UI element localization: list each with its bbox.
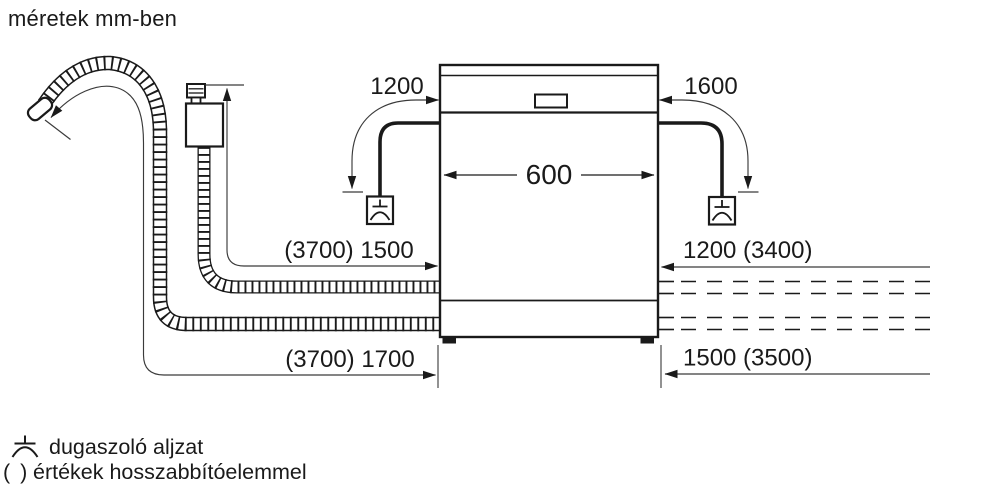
legend-paren-label: értékek hosszabbítóelemmel: [33, 460, 307, 484]
dimension-right-supply-extension: 1200 (3400): [661, 237, 930, 272]
dimension-supply-hose: (3700) 1500: [205, 84, 438, 271]
foot-left: [442, 337, 456, 344]
legend-socket-row: dugaszoló aljzat: [3, 435, 307, 460]
right-cable-length-label: 1600: [684, 73, 737, 100]
socket-symbol-icon: [11, 435, 39, 458]
hose-extension-dashed-lines: [658, 280, 930, 331]
legend-paren-symbol: ( ): [3, 460, 30, 484]
door-handle: [534, 93, 568, 109]
legend: dugaszoló aljzat ( ) értékek hosszabbító…: [3, 435, 307, 485]
dimension-left-cable: 1200: [342, 73, 439, 193]
water-supply-hose: [197, 140, 441, 294]
dimension-right-drain-extension: 1500 (3500): [664, 345, 930, 379]
right-supply-extension-label: 1200 (3400): [683, 237, 812, 264]
dimension-appliance-width: 600: [443, 159, 655, 190]
aquastop-valve: [184, 83, 225, 148]
page-title: méretek mm-ben: [8, 6, 178, 31]
dimension-right-cable: 1600: [659, 73, 759, 193]
socket-right: [707, 195, 737, 226]
supply-hose-length-label: (3700) 1500: [284, 237, 413, 264]
appliance-width-label: 600: [526, 159, 573, 190]
tap-thread-nut: [186, 83, 206, 99]
legend-socket-label: dugaszoló aljzat: [49, 435, 204, 459]
foot-right: [640, 337, 654, 344]
socket-icon: [711, 200, 733, 221]
drain-hose-end-cap: [26, 96, 54, 122]
left-cable-length-label: 1200: [370, 73, 423, 100]
dishwasher: 600: [438, 63, 660, 344]
power-cable-right: [657, 121, 724, 197]
valve-body: [184, 102, 225, 148]
dishwasher-body: [438, 63, 660, 339]
dimension-drain-hose: (3700) 1700: [44, 85, 436, 380]
right-drain-extension-label: 1500 (3500): [683, 345, 812, 372]
drain-hose-length-label: (3700) 1700: [285, 346, 414, 373]
legend-paren-row: ( ) értékek hosszabbítóelemmel: [3, 460, 307, 485]
power-cable-left: [378, 121, 441, 196]
socket-left: [365, 195, 395, 226]
